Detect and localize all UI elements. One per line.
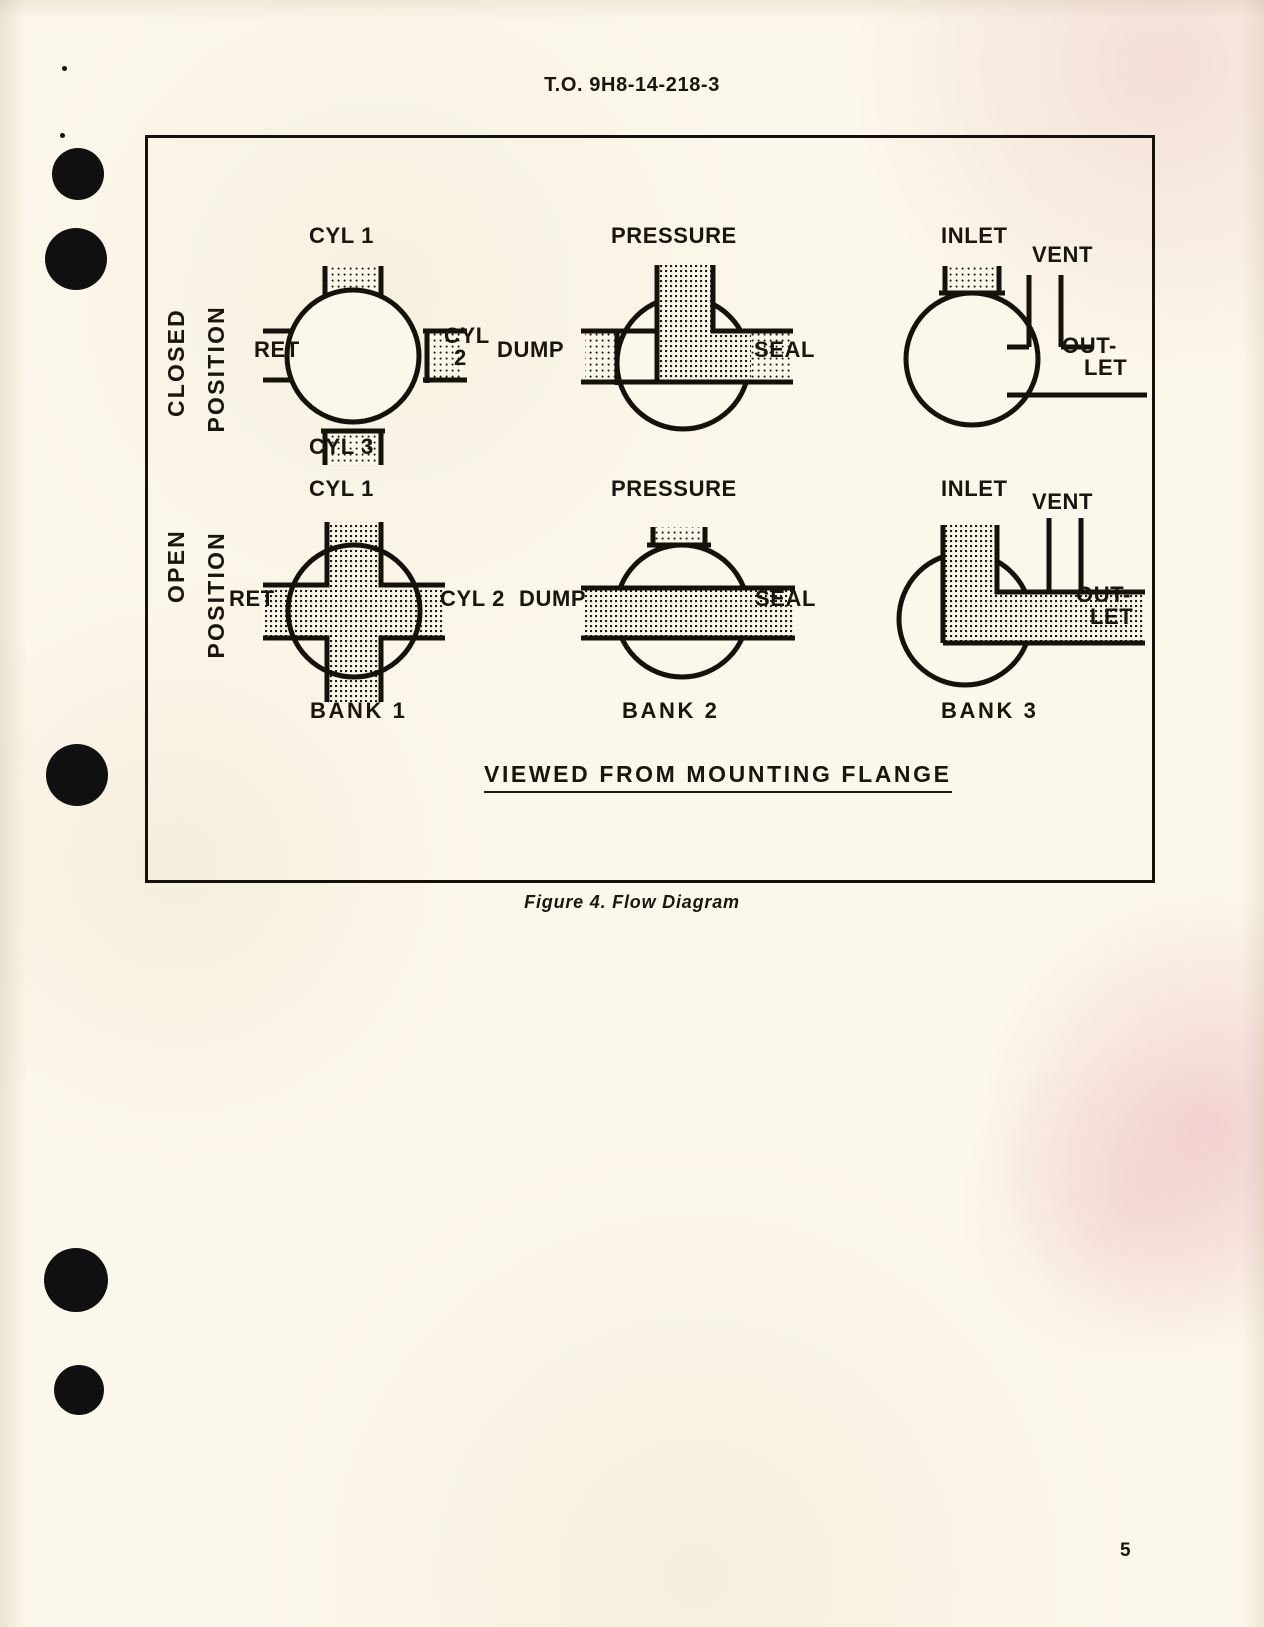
- row-label-closed-line2: POSITION: [203, 305, 229, 433]
- bank1-closed-right-label-line1: CYL: [444, 323, 490, 348]
- bank-caption-2: BANK 2: [622, 698, 720, 723]
- speck-mark: [62, 66, 67, 71]
- bank1-closed-left-label: RET: [254, 337, 300, 362]
- bank2-closed-top-label: PRESSURE: [611, 223, 737, 248]
- bank2-closed-valve: [581, 265, 793, 432]
- bank1-open-top-label: CYL 1: [309, 476, 374, 501]
- bank3-open-vent-label: VENT: [1032, 489, 1094, 514]
- bank3-closed-outlet-label-line2: LET: [1084, 355, 1128, 380]
- bank-caption-1: BANK 1: [310, 698, 408, 723]
- bank3-open-top-label: INLET: [941, 476, 1008, 501]
- bank1-closed-valve: [263, 266, 467, 465]
- speck-mark: [60, 133, 65, 138]
- page-number: 5: [1120, 1540, 1131, 1561]
- figure-frame-box: [145, 135, 1155, 883]
- bank3-closed-top-label: INLET: [941, 223, 1008, 248]
- bank-caption-3: BANK 3: [941, 698, 1039, 723]
- bank2-open-left-label: DUMP: [519, 586, 587, 611]
- bank3-closed-outlet-label-line1: OUT-: [1062, 333, 1117, 358]
- flow-diagram-artwork: [263, 265, 1147, 702]
- bank3-open-outlet-label-line2: LET: [1090, 604, 1134, 629]
- bank3-closed-valve: [903, 266, 1147, 428]
- punch-hole: [45, 228, 107, 290]
- viewed-from-mounting-flange-note: VIEWED FROM MOUNTING FLANGE: [484, 761, 952, 793]
- bank3-open-outlet-label-line1: OUT-: [1076, 582, 1131, 607]
- bank3-open-valve: [896, 518, 1145, 688]
- bank2-open-top-label: PRESSURE: [611, 476, 737, 501]
- punch-hole: [54, 1365, 104, 1415]
- bank3-closed-vent-label: VENT: [1032, 242, 1094, 267]
- bank2-open-valve: [581, 527, 795, 680]
- bank1-open-valve: [263, 522, 445, 702]
- bank2-open-right-label: SEAL: [755, 586, 817, 611]
- bank2-closed-left-label: DUMP: [497, 337, 565, 362]
- bank1-open-right-label: CYL 2: [440, 586, 505, 611]
- punch-hole: [46, 744, 108, 806]
- bank1-closed-right-label-line2: 2: [454, 345, 467, 370]
- figure-caption: Figure 4. Flow Diagram: [524, 892, 740, 912]
- punch-hole: [52, 148, 104, 200]
- row-label-open-line1: OPEN: [163, 529, 189, 603]
- row-label-open-line2: POSITION: [203, 531, 229, 659]
- bank1-closed-top-label: CYL 1: [309, 223, 374, 248]
- bank2-closed-right-label: SEAL: [754, 337, 816, 362]
- bank1-closed-bottom-label: CYL 3: [309, 434, 374, 459]
- punch-hole: [44, 1248, 108, 1312]
- bank1-open-left-label: RET: [229, 586, 275, 611]
- row-label-closed-line1: CLOSED: [163, 308, 189, 418]
- running-head: T.O. 9H8-14-218-3: [544, 74, 720, 96]
